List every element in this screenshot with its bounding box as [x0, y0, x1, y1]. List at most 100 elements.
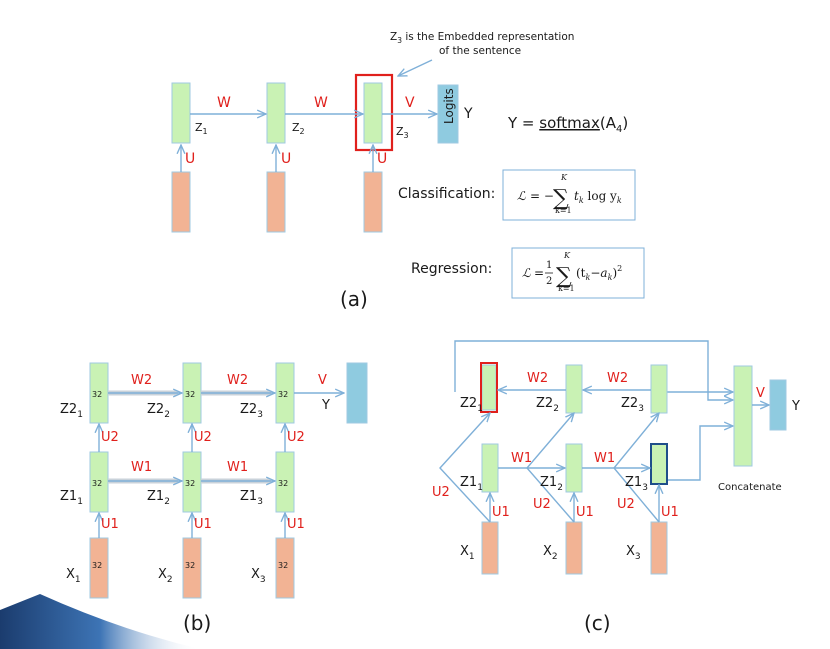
c-z2-3-label: Z23: [621, 396, 644, 414]
c-weight-u2-3: U2: [617, 497, 635, 512]
c-weight-w1-1: W1: [511, 451, 532, 466]
regression-formula-box: [511, 247, 645, 299]
svg-text:1: 1: [546, 260, 552, 271]
weight-w1-1: W1: [131, 460, 152, 475]
caption-a: (a): [340, 287, 368, 311]
weight-u1-2: U1: [194, 517, 212, 532]
weight-w2-1: W2: [131, 373, 152, 388]
b-z1-cell-units-2: 32: [185, 479, 195, 488]
input-cell-3: [363, 171, 383, 233]
logits-label: Logits: [442, 88, 456, 124]
c-weight-u1-2: U1: [576, 505, 594, 520]
weight-u2-3: U2: [287, 430, 305, 445]
c-weight-w1-2: W1: [594, 451, 615, 466]
c-z2-2-label: Z22: [536, 396, 559, 414]
b-z2-cell-units-1: 32: [92, 390, 102, 399]
regression-label: Regression:: [411, 261, 492, 277]
c-weight-w2-1: W2: [607, 371, 628, 386]
c-y-label: Y: [791, 399, 800, 414]
c-weight-v: V: [756, 386, 765, 401]
c-weight-u1-1: U1: [492, 505, 510, 520]
hidden-cell-3: [363, 82, 383, 144]
weight-u1-1: U1: [101, 517, 119, 532]
c-x3-label: X3: [626, 544, 641, 562]
c-x-cell-2: [565, 521, 583, 575]
arrow-bypass: [454, 340, 733, 400]
c-z2-cell-1: [481, 364, 497, 411]
classification-formula: ℒ = − ∑ K k=1 tk log yk: [517, 173, 622, 215]
c-weight-u2-1: U2: [432, 485, 450, 500]
logits-cell: [437, 84, 459, 144]
c-weight-w2-2: W2: [527, 371, 548, 386]
callout-arrow: [398, 59, 433, 76]
panel-a: Z3 is the Embedded representation of the…: [171, 31, 645, 311]
z2-3-label: Z23: [240, 402, 263, 420]
b-x-cell-units-1: 32: [92, 561, 102, 570]
svg-text:(tk−ak)2: (tk−ak)2: [576, 264, 622, 282]
classification-formula-box: [502, 169, 636, 221]
svg-text:∑: ∑: [556, 264, 572, 289]
svg-text:= −: = −: [530, 189, 554, 203]
b-z2-cell-units-3: 32: [278, 390, 288, 399]
c-z1-3-label: Z13: [625, 475, 648, 493]
y-label-b: Y: [321, 398, 330, 413]
regression-formula: ℒ = 1 2 ∑ K k=1 (tk−ak)2: [522, 251, 622, 293]
b-z1-cell-units-3: 32: [278, 479, 288, 488]
svg-text:tk log yk: tk log yk: [574, 189, 622, 205]
caption-b: (b): [183, 611, 211, 635]
input-cell-2: [266, 171, 286, 233]
weight-u2-1: U2: [101, 430, 119, 445]
weight-u-2: U: [281, 151, 291, 167]
z3-label: Z3: [396, 125, 409, 140]
weight-u2-2: U2: [194, 430, 212, 445]
c-weight-u2-2: U2: [533, 497, 551, 512]
svg-text:K: K: [560, 173, 568, 182]
svg-text:k=1: k=1: [555, 206, 572, 215]
c-x-cell-3: [650, 521, 668, 575]
c-x1-label: X1: [460, 544, 475, 562]
output-cell-b: [346, 362, 368, 424]
arrow-z1-3-concat: [667, 426, 733, 481]
c-z1-cell-3-highlight: [650, 443, 668, 485]
x2-label: X2: [158, 567, 173, 585]
c-z1-cell-1: [481, 443, 499, 493]
b-z1-cell-units-1: 32: [92, 479, 102, 488]
classification-label: Classification:: [398, 186, 495, 202]
weight-u-3: U: [377, 151, 387, 167]
z2-1-label: Z21: [60, 402, 83, 420]
b-z2-cell-units-2: 32: [185, 390, 195, 399]
softmax-equation: Y = softmax(A4): [507, 114, 628, 135]
concatenate-cell: [733, 365, 753, 467]
c-z1-cell-2: [565, 443, 583, 493]
hidden-cell-2: [266, 82, 286, 144]
b-x-cell-units-2: 32: [185, 561, 195, 570]
weight-w1-2: W1: [227, 460, 248, 475]
svg-text:∑: ∑: [553, 186, 569, 211]
z2-label: Z2: [292, 121, 305, 136]
c-z1-1-label: Z11: [460, 475, 483, 493]
y-label: Y: [463, 106, 473, 122]
b-x-cell-units-3: 32: [278, 561, 288, 570]
c-x-cell-1: [481, 521, 499, 575]
weight-w2-2: W2: [227, 373, 248, 388]
x1-label: X1: [66, 567, 81, 585]
weight-u1-3: U1: [287, 517, 305, 532]
z1-1-label: Z11: [60, 489, 83, 507]
c-z1-2-label: Z12: [540, 475, 563, 493]
c-x2-label: X2: [543, 544, 558, 562]
decorative-swoosh: [0, 594, 200, 649]
weight-v: V: [405, 95, 415, 111]
hidden-cell-1: [171, 82, 191, 144]
svg-text:ℒ: ℒ: [522, 266, 531, 280]
panel-c: W2 W2 W1 W1 V Y U2 U2 U2 U1 U1 U1 Z21 Z2…: [432, 340, 800, 635]
weight-u-1: U: [185, 151, 195, 167]
callout-text: Z3 is the Embedded representation: [390, 31, 574, 45]
caption-c: (c): [584, 611, 611, 635]
c-z2-cell-3: [650, 364, 668, 414]
svg-text:ℒ: ℒ: [517, 189, 526, 203]
svg-text:k=1: k=1: [558, 284, 575, 293]
svg-text:2: 2: [546, 276, 552, 287]
c-weight-u1-3: U1: [661, 505, 679, 520]
